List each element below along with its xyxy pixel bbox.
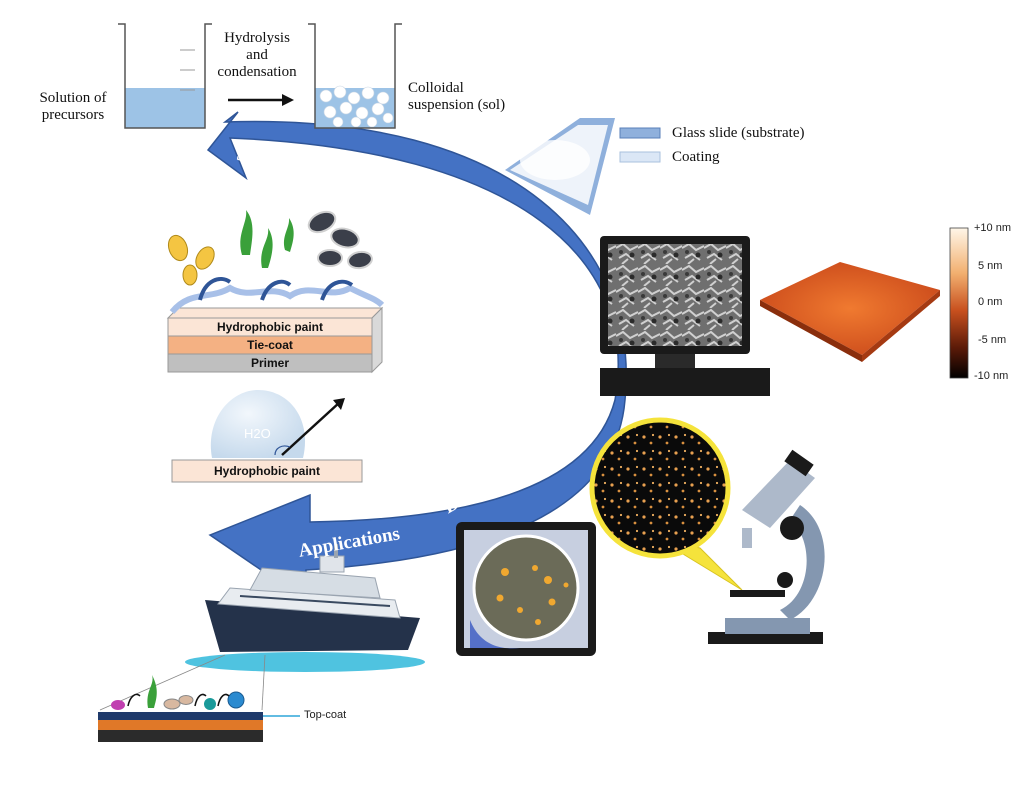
- bacteria-icon: [167, 234, 215, 286]
- legend-glass-label: Glass slide (substrate): [672, 125, 805, 141]
- beaker-precursor: [118, 23, 212, 129]
- hydrolysis-label-line3: condensation: [217, 64, 297, 80]
- fluorescence-view: [589, 417, 743, 591]
- topcoat-label: Top-coat: [304, 709, 347, 721]
- layer-tiecoat-label: Tie-coat: [247, 338, 293, 352]
- colorbar-tick-3: 0 nm: [978, 296, 1003, 308]
- algae-icon: [240, 210, 294, 268]
- hydrolysis-label-line2: and: [246, 47, 268, 63]
- colorbar-tick-5: -10 nm: [974, 370, 1009, 382]
- droplet-surface-label: Hydrophobic paint: [214, 464, 320, 478]
- legend-glass-swatch: [619, 127, 661, 139]
- droplet-surface: [171, 459, 363, 483]
- ship-fouling-organisms: [111, 675, 245, 710]
- antifouling-layer-stack: [166, 284, 385, 374]
- precursor-label-line1: Solution of: [39, 90, 107, 106]
- colorbar-tick-1: +10 nm: [974, 222, 1011, 234]
- process-flow-arrow: [206, 111, 627, 602]
- flow-arrow-body: [206, 111, 627, 602]
- legend-coating-label: Coating: [672, 149, 720, 165]
- sem-monitor: [600, 236, 770, 396]
- precursor-label: Solution of precursors: [28, 90, 118, 124]
- mussel-icon: [307, 210, 373, 270]
- afm-topography: [760, 262, 940, 362]
- sol-label-line1: Colloidal: [408, 80, 464, 96]
- legend-coating-swatch: [619, 151, 661, 163]
- layer-primer-label: Primer: [250, 356, 290, 370]
- hydrolysis-label-line1: Hydrolysis: [224, 30, 290, 46]
- release-arrows: [198, 277, 354, 301]
- beaker-sol: [308, 23, 402, 129]
- fouling-organisms: [167, 210, 373, 301]
- ship-coating-layers: [98, 712, 300, 742]
- precursor-label-line2: precursors: [41, 107, 105, 123]
- petri-dish-photo: [456, 522, 596, 656]
- microscope-icon: [708, 449, 825, 644]
- sol-label: Colloidal suspension (sol): [408, 80, 505, 114]
- colorbar-tick-4: -5 nm: [978, 334, 1007, 346]
- layer-hydrophobic-label: Hydrophobic paint: [217, 320, 323, 334]
- water-droplet: [210, 390, 345, 458]
- process-arrow-icon: [228, 94, 294, 106]
- colorbar: [949, 227, 969, 379]
- droplet-h2o-label: H2O: [244, 426, 271, 441]
- glass-slide-coated: [505, 118, 615, 215]
- colorbar-tick-2: 5 nm: [978, 260, 1003, 272]
- ship-icon: [185, 544, 425, 672]
- hydrolysis-label: Hydrolysis and condensation: [212, 30, 302, 81]
- sol-label-line2: suspension (sol): [408, 97, 506, 113]
